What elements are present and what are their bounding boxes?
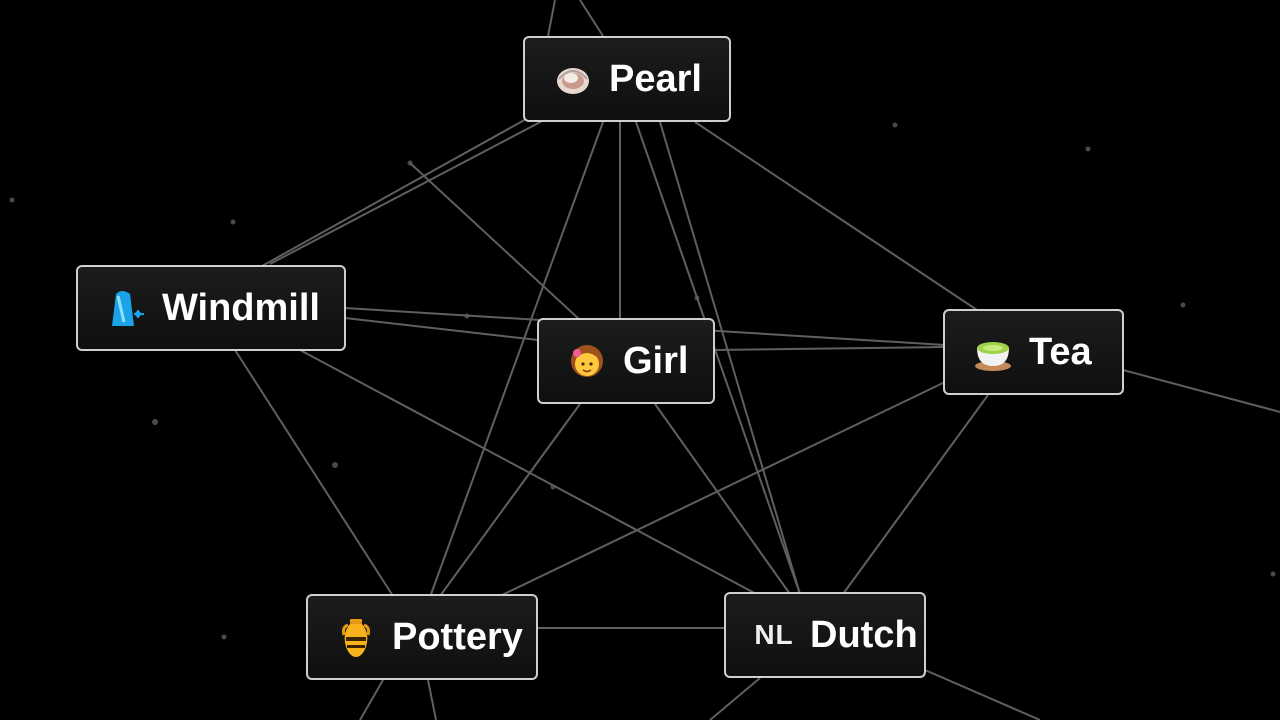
element-tea[interactable]: Tea — [943, 309, 1124, 395]
element-label: Dutch — [810, 613, 918, 656]
green-tea-icon — [971, 330, 1015, 374]
amphora-icon — [334, 615, 378, 659]
windmill-icon — [104, 286, 148, 330]
element-girl[interactable]: Girl — [537, 318, 715, 404]
element-dutch[interactable]: NL Dutch — [724, 592, 926, 678]
element-label: Windmill — [162, 286, 320, 329]
element-label: Pearl — [609, 57, 702, 100]
element-windmill[interactable]: Windmill — [76, 265, 346, 351]
element-pottery[interactable]: Pottery — [306, 594, 538, 680]
element-label: Tea — [1029, 330, 1092, 373]
element-label: Pottery — [392, 615, 523, 658]
oyster-icon — [551, 57, 595, 101]
nl-flag-icon: NL — [754, 619, 794, 650]
girl-icon — [565, 339, 609, 383]
element-label: Girl — [623, 339, 689, 382]
background-dots — [9, 122, 1276, 640]
edge-lines — [234, 0, 1280, 720]
element-pearl[interactable]: Pearl — [523, 36, 731, 122]
